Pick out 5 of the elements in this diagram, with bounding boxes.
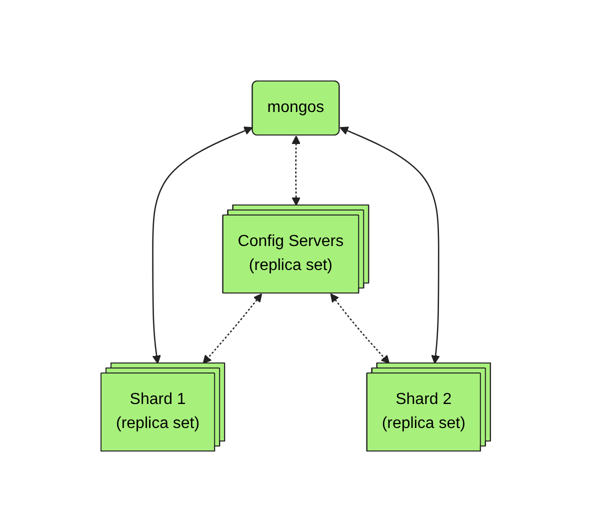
arrow — [152, 126, 253, 364]
arrow — [202, 293, 262, 364]
arrow — [291, 136, 300, 206]
arrow — [330, 293, 390, 364]
arrow — [339, 126, 440, 364]
